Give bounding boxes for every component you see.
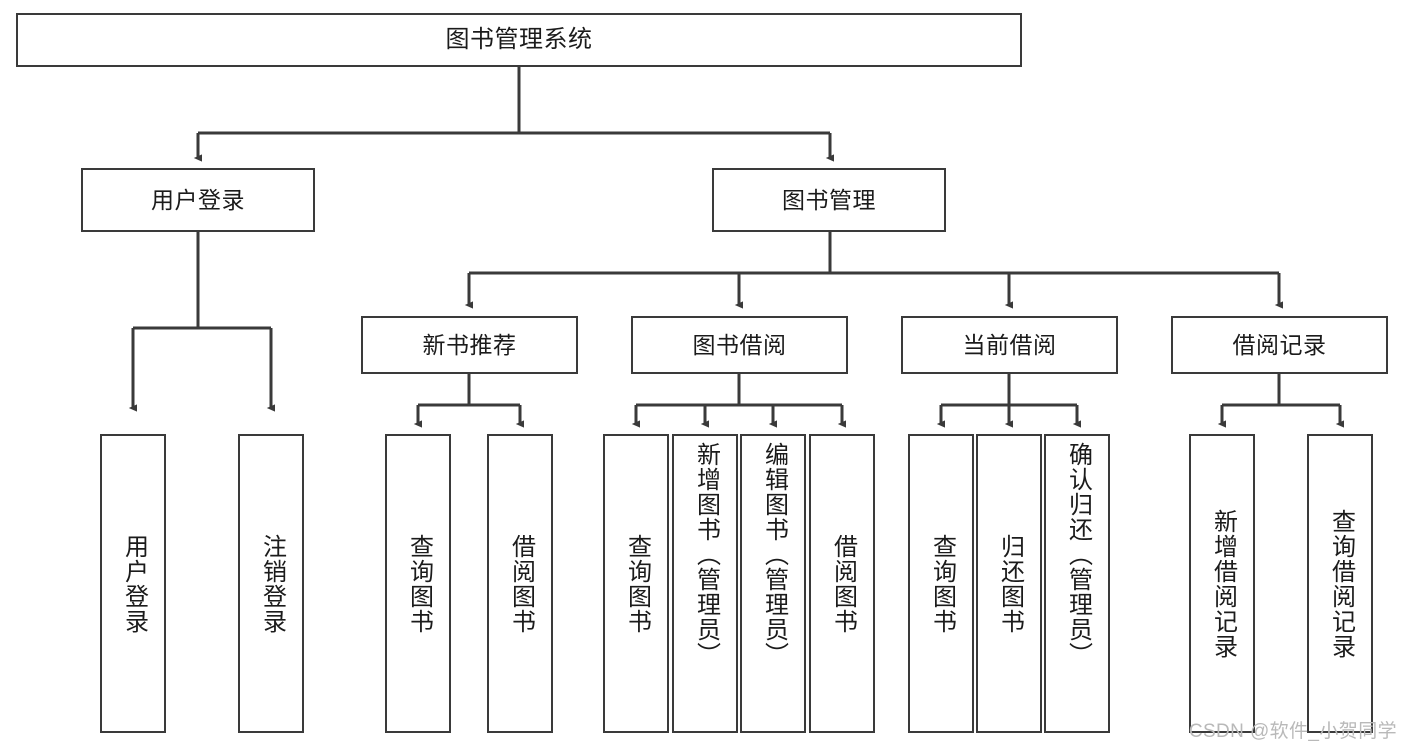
node-leaf-query-book-1[interactable]: 查询图书 xyxy=(385,434,451,733)
node-leaf-logout-label: 注销登录 xyxy=(258,533,286,634)
node-user-login-label: 用户登录 xyxy=(151,186,245,213)
node-new-book-rec-label: 新书推荐 xyxy=(422,331,517,358)
node-leaf-user-login[interactable]: 用户登录 xyxy=(100,434,166,733)
node-borrow-record-label: 借阅记录 xyxy=(1232,331,1327,358)
node-leaf-borrow-book-1[interactable]: 借阅图书 xyxy=(487,434,553,733)
node-leaf-logout[interactable]: 注销登录 xyxy=(238,434,304,733)
node-leaf-add-book-label: 新增图书（管理员） xyxy=(692,442,720,667)
watermark: CSDN @软件_小贺同学 xyxy=(1188,721,1397,742)
node-leaf-edit-book[interactable]: 编辑图书（管理员） xyxy=(740,434,806,733)
node-new-book-rec[interactable]: 新书推荐 xyxy=(361,316,578,374)
node-current-borrow[interactable]: 当前借阅 xyxy=(901,316,1118,374)
node-leaf-return-book[interactable]: 归还图书 xyxy=(976,434,1042,733)
node-book-manage-label: 图书管理 xyxy=(782,186,876,213)
node-leaf-query-book-1-label: 查询图书 xyxy=(405,533,433,634)
node-leaf-query-record[interactable]: 查询借阅记录 xyxy=(1307,434,1373,733)
node-leaf-borrow-book-2[interactable]: 借阅图书 xyxy=(809,434,875,733)
node-leaf-confirm-return[interactable]: 确认归还（管理员） xyxy=(1044,434,1110,733)
node-leaf-borrow-book-1-label: 借阅图书 xyxy=(507,533,535,634)
node-leaf-query-book-3-label: 查询图书 xyxy=(928,533,956,634)
node-leaf-query-book-2[interactable]: 查询图书 xyxy=(603,434,669,733)
node-leaf-query-record-label: 查询借阅记录 xyxy=(1327,508,1355,659)
node-book-borrow-label: 图书借阅 xyxy=(692,331,787,358)
node-leaf-add-book[interactable]: 新增图书（管理员） xyxy=(672,434,738,733)
node-leaf-query-book-3[interactable]: 查询图书 xyxy=(908,434,974,733)
node-leaf-query-book-2-label: 查询图书 xyxy=(623,533,651,634)
node-user-login[interactable]: 用户登录 xyxy=(81,168,315,232)
node-root-label: 图书管理系统 xyxy=(445,26,593,54)
node-borrow-record[interactable]: 借阅记录 xyxy=(1171,316,1388,374)
node-leaf-add-record-label: 新增借阅记录 xyxy=(1209,508,1237,659)
node-leaf-return-book-label: 归还图书 xyxy=(996,533,1024,634)
node-leaf-borrow-book-2-label: 借阅图书 xyxy=(829,533,857,634)
node-leaf-user-login-label: 用户登录 xyxy=(120,533,148,634)
node-leaf-confirm-return-label: 确认归还（管理员） xyxy=(1064,442,1092,667)
node-book-borrow[interactable]: 图书借阅 xyxy=(631,316,848,374)
node-leaf-add-record[interactable]: 新增借阅记录 xyxy=(1189,434,1255,733)
node-leaf-edit-book-label: 编辑图书（管理员） xyxy=(760,442,788,667)
node-current-borrow-label: 当前借阅 xyxy=(962,331,1057,358)
node-book-manage[interactable]: 图书管理 xyxy=(712,168,946,232)
node-root[interactable]: 图书管理系统 xyxy=(16,13,1022,67)
